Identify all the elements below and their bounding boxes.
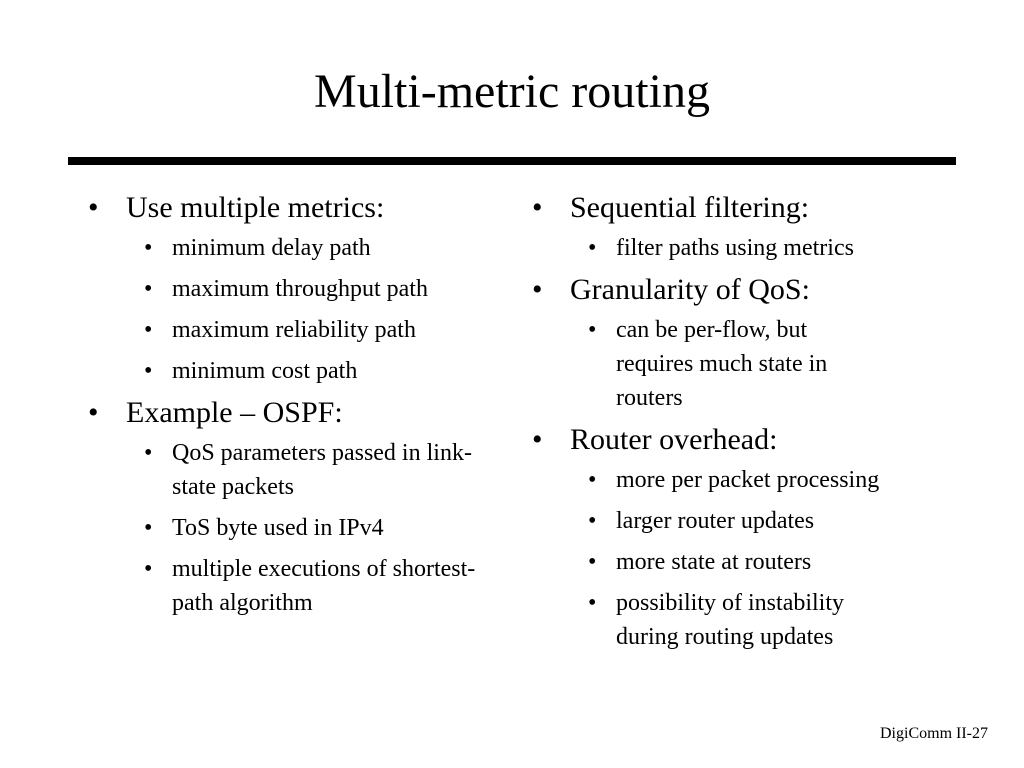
slide-title: Multi-metric routing [314,65,710,118]
sub-list: QoS parameters passed in link-state pack… [88,436,498,620]
sub-list: can be per-flow, but requires much state… [532,313,962,415]
sub-bullet: filter paths using metrics [588,231,962,265]
sub-bullet: larger router updates [588,504,962,538]
sub-bullet: ToS byte used in IPv4 [144,511,498,545]
sub-list: filter paths using metrics [532,231,962,265]
sub-list: more per packet processing larger router… [532,463,962,654]
sub-bullet: minimum cost path [144,354,498,388]
sub-bullet: can be per-flow, but requires much state… [588,313,876,415]
bullet-sequential-filtering: Sequential filtering: [532,190,962,226]
sub-bullet: possibility of instability during routin… [588,586,906,654]
title-divider [68,157,956,165]
sub-bullet: QoS parameters passed in link-state pack… [144,436,498,504]
bullet-granularity-of-qos: Granularity of QoS: [532,272,962,308]
slide-footer: DigiComm II-27 [880,725,988,742]
sub-bullet: maximum throughput path [144,272,498,306]
bullet-use-multiple-metrics: Use multiple metrics: [88,190,498,226]
left-column: Use multiple metrics: minimum delay path… [88,190,498,627]
bullet-example-ospf: Example – OSPF: [88,395,498,431]
bullet-router-overhead: Router overhead: [532,422,962,458]
sub-bullet: multiple executions of shortest-path alg… [144,552,498,620]
sub-bullet: minimum delay path [144,231,498,265]
sub-bullet: more state at routers [588,545,962,579]
sub-bullet: more per packet processing [588,463,962,497]
sub-bullet: maximum reliability path [144,313,498,347]
sub-list: minimum delay path maximum throughput pa… [88,231,498,388]
right-column: Sequential filtering: filter paths using… [532,190,962,661]
